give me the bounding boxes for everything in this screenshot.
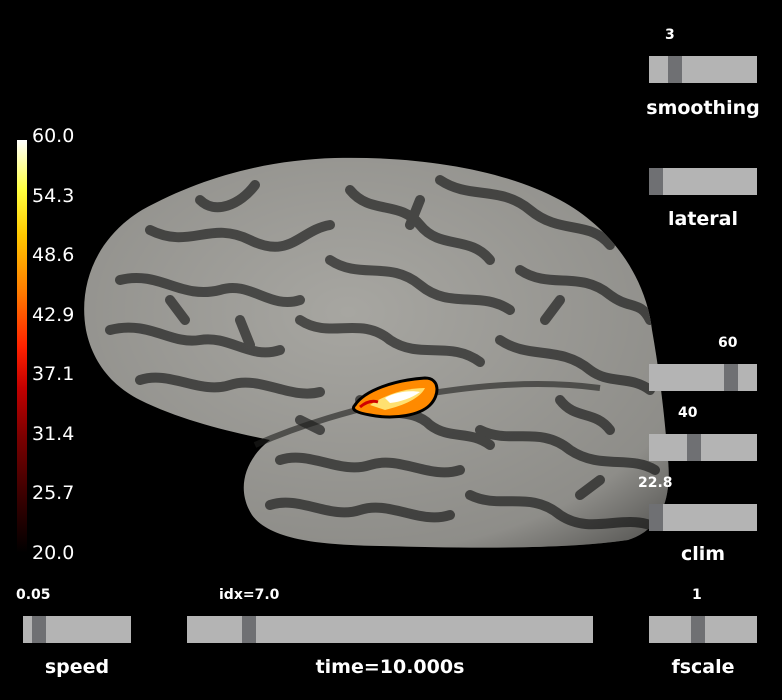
- smoothing-label: smoothing: [646, 97, 760, 119]
- smoothing-value: 3: [665, 27, 675, 43]
- clim-mid-value: 40: [678, 405, 698, 421]
- clim-label: clim: [680, 543, 726, 565]
- colorbar-tick: 31.4: [32, 423, 75, 445]
- time-label: time=10.000s: [315, 656, 465, 678]
- time-index-value: idx=7.0: [219, 587, 280, 603]
- colorbar-tick: 54.3: [32, 185, 75, 207]
- colorbar-tick: 37.1: [32, 363, 75, 385]
- clim-high-slider-handle[interactable]: [724, 364, 738, 391]
- lateral-label: lateral: [667, 208, 738, 230]
- clim-low-slider[interactable]: [649, 504, 757, 531]
- clim-high-slider[interactable]: [649, 364, 757, 391]
- lateral-slider[interactable]: [649, 168, 757, 195]
- lateral-slider-handle[interactable]: [649, 168, 663, 195]
- speed-label: speed: [44, 656, 110, 678]
- fscale-slider[interactable]: [649, 616, 757, 643]
- colorbar-tick: 60.0: [32, 125, 75, 147]
- speed-value: 0.05: [16, 587, 51, 603]
- time-slider-handle[interactable]: [242, 616, 256, 643]
- fscale-label: fscale: [671, 656, 735, 678]
- clim-low-value: 22.8: [638, 475, 673, 491]
- speed-slider-handle[interactable]: [32, 616, 46, 643]
- fscale-value: 1: [692, 587, 702, 603]
- colorbar-tick: 42.9: [32, 304, 75, 326]
- colorbar-tick: 20.0: [32, 542, 75, 564]
- colorbar-tick: 25.7: [32, 482, 75, 504]
- speed-slider[interactable]: [23, 616, 131, 643]
- colorbar: [17, 140, 27, 553]
- smoothing-slider[interactable]: [649, 56, 757, 83]
- fscale-slider-handle[interactable]: [691, 616, 705, 643]
- clim-mid-slider[interactable]: [649, 434, 757, 461]
- clim-high-value: 60: [718, 335, 738, 351]
- colorbar-tick: 48.6: [32, 244, 75, 266]
- activation-label-region: [352, 376, 439, 419]
- smoothing-slider-handle[interactable]: [668, 56, 682, 83]
- clim-low-slider-handle[interactable]: [649, 504, 663, 531]
- clim-mid-slider-handle[interactable]: [687, 434, 701, 461]
- time-slider[interactable]: [187, 616, 593, 643]
